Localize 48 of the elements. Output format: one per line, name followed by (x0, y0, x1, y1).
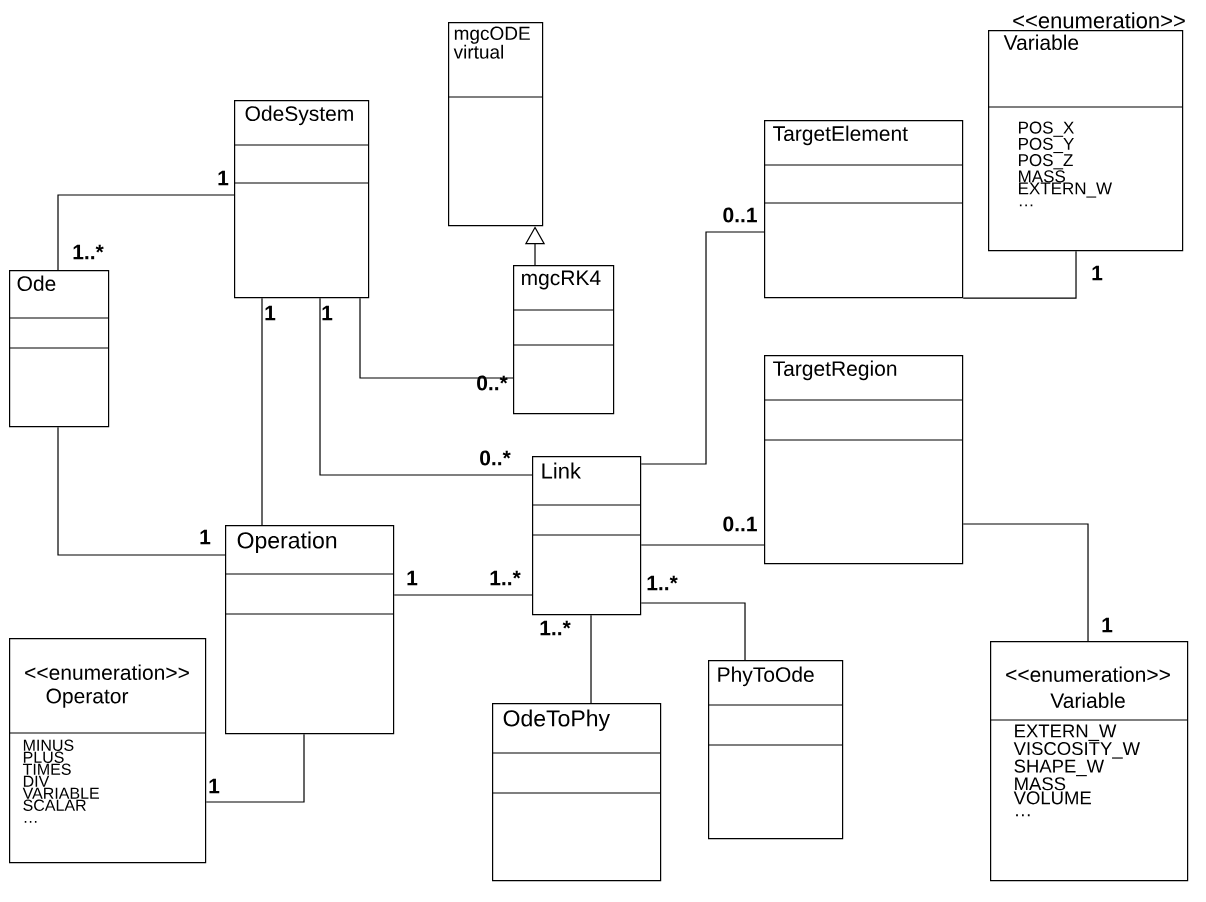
class-name: OdeSystem (245, 105, 353, 126)
association-line (590, 614, 592, 704)
class-name: mgcODE virtual (453, 26, 530, 59)
association-line (393, 594, 533, 596)
multiplicity-label: 1 (265, 305, 276, 321)
multiplicity-label: 1 (1092, 265, 1103, 281)
multiplicity-label: 0..* (480, 450, 511, 466)
multiplicity-label: 1 (209, 778, 220, 794)
association-line (962, 250, 1077, 299)
class-name: Operator (46, 688, 129, 708)
class-name: Ode (17, 275, 56, 291)
association-line (57, 426, 226, 556)
association-line (640, 544, 765, 546)
class-name: Operation (237, 531, 337, 554)
class-name: Link (542, 462, 581, 479)
multiplicity-label: 1..* (73, 244, 104, 260)
class-name: TargetRegion (773, 360, 897, 381)
association-line (962, 523, 1089, 642)
class-name: Variable (1050, 692, 1125, 709)
multiplicity-label: 1 (407, 570, 418, 586)
multiplicity-label: 1..* (490, 570, 521, 586)
multiplicity-label: 1..* (540, 620, 571, 636)
enum-values: EXTERN_W VISCOSITY_W SHAPE_W MASS VOLUME … (1013, 724, 1140, 817)
multiplicity-label: 0..* (477, 375, 508, 391)
association-line (319, 297, 533, 476)
class-name: PhyToOde (718, 666, 814, 687)
class-name: OdeToPhy (503, 709, 610, 732)
stereotype-label: <<enumeration>> (25, 664, 189, 681)
multiplicity-label: 0..1 (723, 207, 757, 223)
association-line (359, 297, 514, 379)
stereotype-label: <<enumeration>> (1013, 12, 1185, 29)
multiplicity-label: 1 (1102, 617, 1113, 633)
multiplicity-label: 0..1 (723, 516, 757, 532)
multiplicity-label: 1 (200, 529, 211, 545)
class-name: Variable (1003, 34, 1079, 50)
multiplicity-label: 1 (322, 305, 333, 321)
multiplicity-label: 1..* (647, 575, 678, 591)
enum-values: MINUS PLUS TIMES DIV VARIABLE SCALAR … (22, 739, 99, 823)
association-line (205, 733, 305, 803)
association-line (261, 297, 263, 526)
enum-values: POS_X POS_Y POS_Z MASS EXTERN_W … (1019, 121, 1112, 207)
stereotype-label: <<enumeration>> (1006, 666, 1170, 683)
class-name: TargetElement (773, 125, 908, 146)
association-line (57, 194, 235, 271)
class-name: mgcRK4 (522, 270, 601, 290)
association-line (640, 231, 765, 465)
association-line (640, 602, 746, 661)
multiplicity-label: 1 (218, 170, 229, 186)
